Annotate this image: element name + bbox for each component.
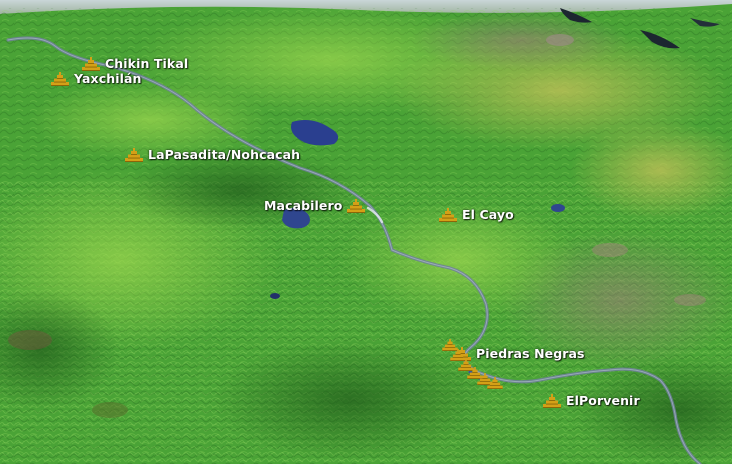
pyramid-icon [486, 376, 504, 389]
site-label: LaPasadita/Nohcacah [148, 147, 301, 162]
site-lapasadita[interactable]: LaPasadita/Nohcacah [124, 147, 300, 162]
pyramid-icon [476, 372, 494, 385]
pyramid-icon [449, 348, 467, 361]
site-elporvenir[interactable]: ElPorvenir [542, 393, 640, 408]
site-el-cayo[interactable]: El Cayo [438, 207, 514, 222]
pyramid-icon [81, 56, 101, 71]
pyramid-icon [542, 393, 562, 408]
pyramid-icon [457, 358, 475, 371]
site-label: Macabilero [264, 198, 343, 213]
site-label: Yaxchilán [74, 71, 142, 86]
site-yaxchilan[interactable]: Yaxchilán [50, 71, 142, 86]
site-macabilero[interactable]: Macabilero [264, 198, 366, 213]
pyramid-icon [466, 366, 484, 379]
pyramid-icon [441, 338, 459, 351]
site-label: Piedras Negras [476, 346, 585, 361]
pyramid-icon [346, 198, 366, 213]
pyramid-icon [124, 147, 144, 162]
pyramid-icon [50, 71, 70, 86]
site-label: El Cayo [462, 207, 514, 222]
site-label: ElPorvenir [566, 393, 640, 408]
pyramid-icon [438, 207, 458, 222]
site-label: Chikin Tikal [105, 56, 189, 71]
site-chikin-tikal[interactable]: Chikin Tikal [81, 56, 188, 71]
